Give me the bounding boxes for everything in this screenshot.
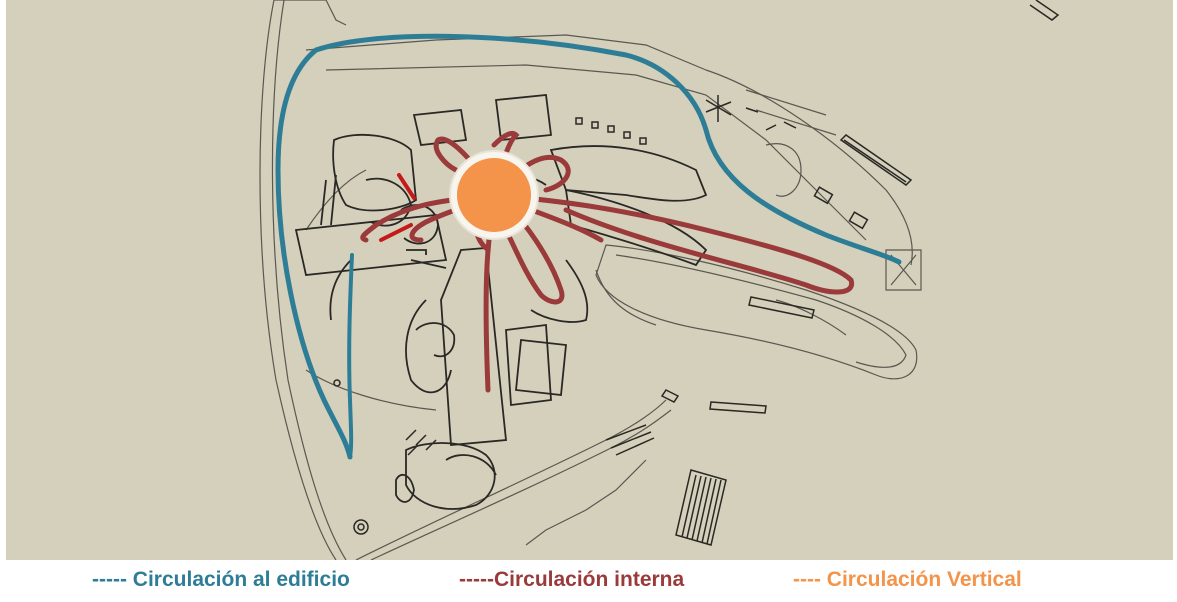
legend: ----- Circulación al edificio -----Circu… [0,562,1177,602]
plan-linework [259,0,922,560]
site-plan [6,0,1173,560]
building-circulation-route [275,33,902,460]
vertical-circulation-node [457,158,531,232]
building-circulation-spur [347,253,354,459]
accent-red-lines [379,173,416,242]
plan-small-features [333,0,1060,546]
legend-internal-circulation: -----Circulación interna [459,568,685,591]
stair-block [675,469,727,546]
vertical-circulation-core [449,150,539,240]
legend-building-circulation: ----- Circulación al edificio [92,568,350,591]
plan-background [6,0,1173,560]
legend-vertical-circulation: ---- Circulación Vertical [793,568,1022,591]
